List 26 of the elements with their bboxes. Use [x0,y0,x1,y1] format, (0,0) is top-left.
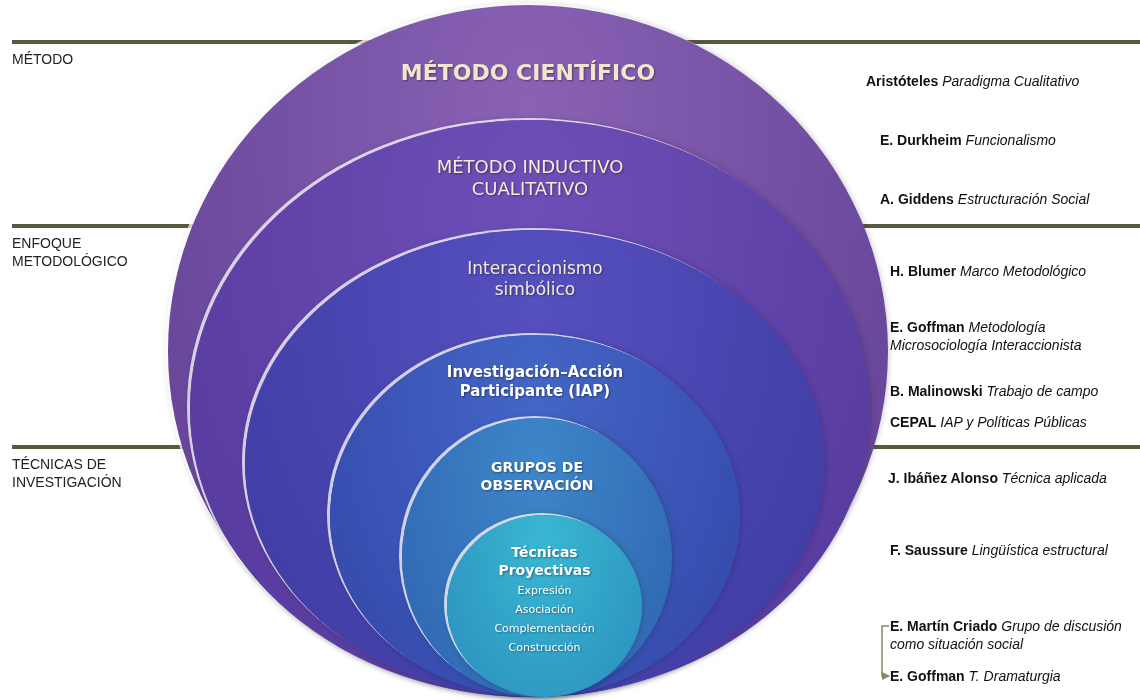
section-heading: ENFOQUE METODOLÓGICO [12,234,129,270]
circle-title: Investigación–Acción Participante (IAP) [445,363,625,401]
author-note: H. Blumer Marco Metodológico [890,262,1088,280]
author-note: A. Giddens Estructuración Social [880,190,1091,208]
circle-title: Técnicas Proyectivas [497,543,592,579]
author-note: E. Goffman Metodología Microsociología Interaccionista [890,318,1083,354]
circle [447,515,642,697]
list-item: Expresión [517,584,572,598]
author-note: J. Ibáñez Alonso Técnica aplicada [888,469,1108,487]
section-heading: MÉTODO [12,50,75,68]
circle-title: MÉTODO INDUCTIVO CUALITATIVO [435,156,625,200]
list-item: Complementación [494,622,595,636]
list-item: Asociación [515,603,574,617]
section-heading: TÉCNICAS DE INVESTIGACIÓN [12,455,123,491]
list-item: Construcción [508,641,581,655]
author-note: B. Malinowski Trabajo de campo [890,382,1100,400]
bracket-arrow [881,625,890,680]
circle-title: Interaccionismo simbólico [466,258,604,300]
author-note: E. Goffman T. Dramaturgia [890,667,1125,685]
circle-title: GRUPOS DE OBSERVACIÓN [479,458,595,494]
author-note: E. Martín Criado Grupo de discusión como situación social [890,617,1125,653]
author-note: CEPAL IAP y Políticas Públicas [890,413,1088,431]
author-note: E. Durkheim Funcionalismo [880,131,1057,149]
author-note: F. Saussure Lingüística estructural [890,541,1109,559]
circle-title: MÉTODO CIENTÍFICO [400,60,656,86]
author-note: Aristóteles Paradigma Cualitativo [866,72,1081,90]
